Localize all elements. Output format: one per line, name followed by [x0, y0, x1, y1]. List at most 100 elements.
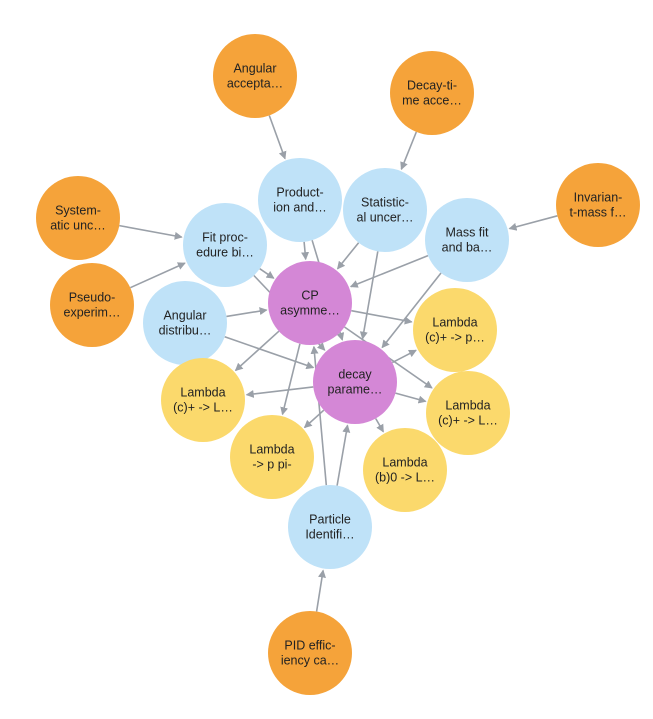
node-angular-acceptance[interactable]: Angularaccepta… [213, 34, 297, 118]
node-label: asymme… [280, 304, 340, 318]
edge-decay-parameters-to-lambda-c-l-left [245, 386, 314, 398]
edge-cp-asymmetry-to-lambda-p-pi [280, 343, 301, 416]
edge-pseudo-experiments-to-fit-procedure-bias [129, 262, 186, 289]
node-label: t-mass f… [570, 206, 627, 220]
node-label: Lambda [249, 443, 294, 457]
node-circle[interactable] [268, 611, 352, 695]
node-label: Angular [233, 62, 276, 76]
edge-production-and-to-cp-asymmetry [301, 241, 310, 261]
node-label: me acce… [402, 94, 462, 108]
node-label: Statistic- [361, 196, 409, 210]
edge-decay-time-acceptance-to-statistical-uncertainty [400, 131, 418, 171]
edge-invariant-mass-fit-to-mass-fit-background [508, 215, 558, 231]
edge-decay-parameters-to-lambda-p-pi [303, 409, 325, 429]
node-pid-efficiency[interactable]: PID effic-iency ca… [268, 611, 352, 695]
edge-fit-procedure-bias-to-cp-asymmetry [259, 268, 275, 279]
node-invariant-mass-fit[interactable]: Invarian-t-mass f… [556, 163, 640, 247]
node-circle[interactable] [230, 415, 314, 499]
node-label: Product- [276, 186, 323, 200]
node-label: (c)+ -> p… [425, 331, 485, 345]
node-circle[interactable] [50, 263, 134, 347]
edge-angular-distribution-to-cp-asymmetry [226, 307, 268, 318]
node-label: experim… [64, 306, 121, 320]
node-label: decay [338, 368, 372, 382]
node-label: al uncer… [357, 211, 414, 225]
node-label: Fit proc- [202, 231, 248, 245]
node-label: System- [55, 204, 101, 218]
node-label: Mass fit [445, 226, 489, 240]
node-fit-procedure-bias[interactable]: Fit proc-edure bi… [183, 203, 267, 287]
node-label: distribu… [159, 324, 212, 338]
node-lambda-c-l-right[interactable]: Lambda(c)+ -> L… [426, 371, 510, 455]
node-production-and[interactable]: Product-ion and… [258, 158, 342, 242]
edge-layer [119, 115, 558, 612]
node-lambda-b-l[interactable]: Lambda(b)0 -> L… [363, 428, 447, 512]
edge-systematic-uncertainty-to-fit-procedure-bias [119, 224, 183, 240]
edge-mass-fit-background-to-cp-asymmetry [349, 254, 429, 288]
node-label: Particle [309, 513, 351, 527]
node-circle[interactable] [268, 261, 352, 345]
node-label: PID effic- [284, 639, 335, 653]
node-label: ion and… [273, 201, 327, 215]
node-circle[interactable] [213, 34, 297, 118]
edge-angular-distribution-to-decay-parameters [224, 336, 315, 370]
node-label: Lambda [432, 316, 477, 330]
edge-statistical-uncertainty-to-decay-parameters [359, 251, 379, 340]
edge-pid-efficiency-to-particle-identification [315, 569, 326, 612]
node-angular-distribution[interactable]: Angulardistribu… [143, 281, 227, 365]
node-circle[interactable] [426, 371, 510, 455]
edge-statistical-uncertainty-to-cp-asymmetry [336, 242, 360, 270]
node-circle[interactable] [413, 288, 497, 372]
node-circle[interactable] [390, 51, 474, 135]
node-circle[interactable] [36, 176, 120, 260]
node-circle[interactable] [143, 281, 227, 365]
edge-decay-parameters-to-lambda-c-l-right [395, 392, 427, 404]
node-lambda-p-pi[interactable]: Lambda-> p pi- [230, 415, 314, 499]
node-label: Decay-ti- [407, 79, 457, 93]
edge-decay-parameters-to-lambda-b-l [375, 418, 384, 433]
node-label: accepta… [227, 77, 283, 91]
node-circle[interactable] [288, 485, 372, 569]
node-label: -> p pi- [252, 458, 291, 472]
node-particle-identification[interactable]: ParticleIdentifi… [288, 485, 372, 569]
node-label: parame… [328, 383, 383, 397]
node-circle[interactable] [313, 340, 397, 424]
node-pseudo-experiments[interactable]: Pseudo-experim… [50, 263, 134, 347]
node-label: (c)+ -> L… [438, 414, 498, 428]
node-lambda-c-l-left[interactable]: Lambda(c)+ -> L… [161, 358, 245, 442]
node-label: (b)0 -> L… [375, 471, 435, 485]
node-statistical-uncertainty[interactable]: Statistic-al uncer… [343, 168, 427, 252]
node-circle[interactable] [425, 198, 509, 282]
node-label: Lambda [180, 386, 225, 400]
node-lambda-c-p[interactable]: Lambda(c)+ -> p… [413, 288, 497, 372]
node-circle[interactable] [258, 158, 342, 242]
node-label: and ba… [442, 241, 493, 255]
node-decay-parameters[interactable]: decayparame… [313, 340, 397, 424]
node-label: Invarian- [574, 191, 623, 205]
node-circle[interactable] [183, 203, 267, 287]
node-label: atic unc… [50, 219, 106, 233]
node-circle[interactable] [363, 428, 447, 512]
node-label: (c)+ -> L… [173, 401, 233, 415]
node-circle[interactable] [556, 163, 640, 247]
node-systematic-uncertainty[interactable]: System-atic unc… [36, 176, 120, 260]
edge-cp-asymmetry-to-lambda-c-l-left [234, 330, 280, 372]
node-label: edure bi… [196, 246, 254, 260]
edge-mass-fit-background-to-decay-parameters [381, 272, 442, 349]
node-label: Identifi… [305, 528, 354, 542]
node-circle[interactable] [343, 168, 427, 252]
node-label: Angular [163, 309, 206, 323]
edge-angular-acceptance-to-production-and [268, 115, 287, 160]
node-label: iency ca… [281, 654, 339, 668]
node-label: Pseudo- [69, 291, 116, 305]
node-decay-time-acceptance[interactable]: Decay-ti-me acce… [390, 51, 474, 135]
node-circle[interactable] [161, 358, 245, 442]
node-cp-asymmetry[interactable]: CPasymme… [268, 261, 352, 345]
edge-decay-parameters-to-lambda-c-p [391, 349, 417, 364]
node-label: CP [301, 289, 318, 303]
edge-particle-identification-to-decay-parameters [336, 424, 351, 486]
edge-cp-asymmetry-to-lambda-c-p [351, 309, 413, 325]
